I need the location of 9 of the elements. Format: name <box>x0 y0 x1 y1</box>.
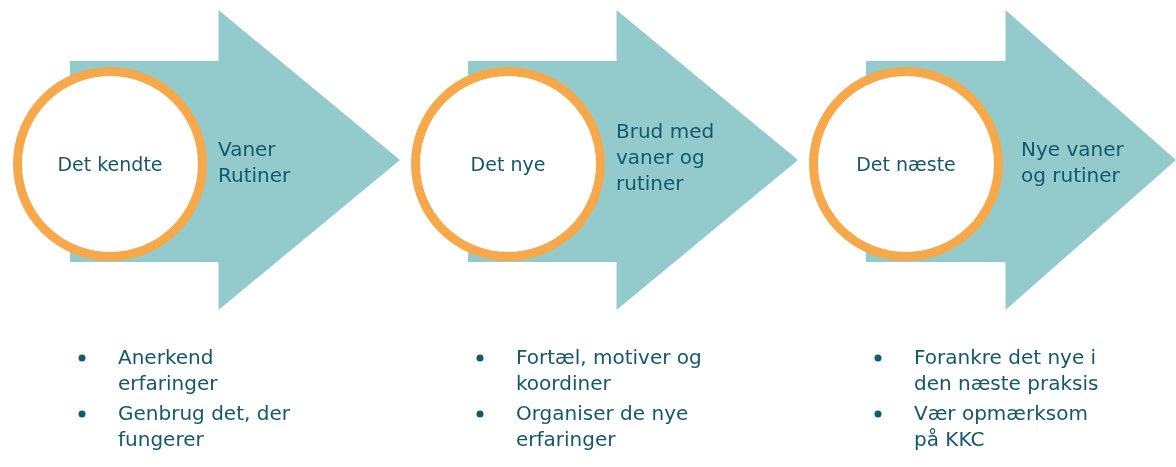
arrow-text: Nye vaner og rutiner <box>1021 136 1125 188</box>
bullet-text: Vær opmærksom på KKC <box>914 401 1088 451</box>
bullet-text: Organiser de nye erfaringer <box>516 401 689 451</box>
bullet-text: Fortæl, motiver og koordiner <box>516 345 702 395</box>
arrow-text: Vaner Rutiner <box>218 136 292 188</box>
bullet-text: Forankre det nye i den næste praksis <box>914 345 1099 395</box>
bullet-text: Anerkend erfaringer <box>118 345 218 395</box>
arrow-text: Brud med vaner og rutiner <box>616 118 716 196</box>
bullet-text: Genbrug det, der fungerer <box>118 401 290 451</box>
